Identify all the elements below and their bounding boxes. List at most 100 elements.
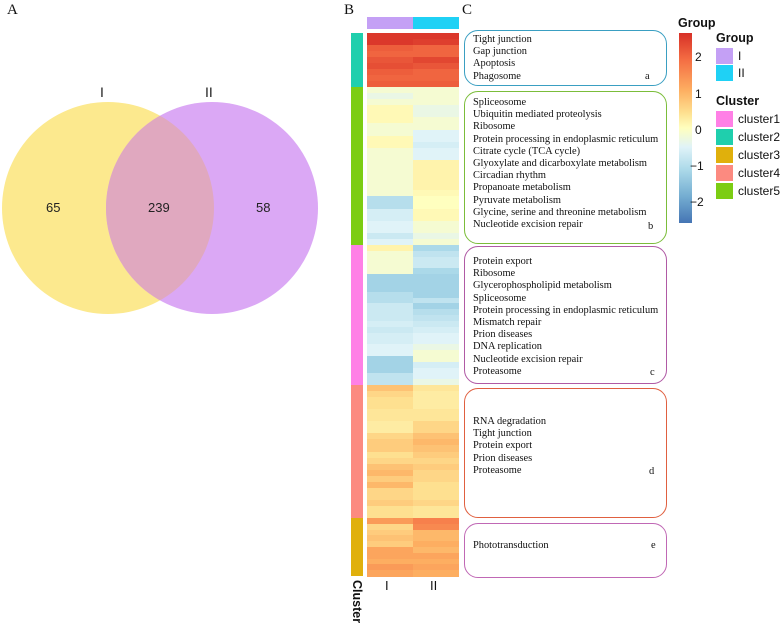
heatmap-cell: [367, 415, 413, 422]
heatmap-cell: [413, 274, 459, 281]
cluster-bar-cluster3: [351, 518, 363, 576]
heatmap-cell: [413, 367, 459, 374]
heatmap-cell: [413, 332, 459, 339]
panel-label-a: A: [7, 2, 18, 18]
heatmap-cell: [367, 552, 413, 560]
pathway-item: Citrate cycle (TCA cycle): [473, 145, 581, 157]
cluster-swatch-cluster2: [716, 129, 733, 145]
heatmap-cell: [413, 232, 459, 240]
cluster-swatch-cluster3: [716, 147, 733, 163]
heatmap-cell: [367, 518, 413, 525]
heatmap-cell: [413, 415, 459, 422]
pathway-item: Spliceosome: [473, 292, 527, 304]
group-swatch-i: [716, 48, 733, 64]
heatmap-cell: [367, 475, 413, 483]
pathway-box-b: Spliceosome Ubiquitin mediated proteolys…: [464, 91, 667, 244]
colorbar-tick: −2: [690, 195, 704, 209]
pathway-item: Propanoate metabolism: [473, 182, 571, 194]
heatmap-cell: [413, 135, 459, 143]
heatmap-cell: [413, 280, 459, 287]
heatmap-cell: [367, 232, 413, 240]
heatmap-cell: [367, 153, 413, 161]
pathway-item: Gap junction: [473, 46, 527, 58]
heatmap-cell: [413, 529, 459, 536]
heatmap-cell: [413, 409, 459, 416]
heatmap-cell: [367, 338, 413, 345]
heatmap-cell: [413, 166, 459, 173]
heatmap-cell: [367, 558, 413, 565]
heatmap-cell: [367, 51, 413, 58]
heatmap-cell: [413, 220, 459, 228]
heatmap-cell: [367, 99, 413, 106]
box-letter-a: a: [645, 71, 650, 82]
heatmap-cell: [413, 350, 459, 357]
heatmap-cell: [367, 291, 413, 299]
pathway-item: Circadian rhythm: [473, 170, 547, 182]
pathway-item: Spliceosome: [473, 97, 527, 108]
heatmap-cell: [413, 238, 459, 246]
pathway-item: Apoptosis: [473, 58, 516, 70]
venn-count-i-only: 65: [46, 200, 61, 215]
heatmap-cell: [413, 39, 459, 46]
heatmap-cell: [367, 220, 413, 228]
heatmap-cell: [367, 208, 413, 216]
heatmap-cell: [413, 303, 459, 310]
pathway-item: Protein export: [473, 440, 533, 452]
pathway-list-c: Protein export Ribosome Glycerophospholi…: [473, 256, 658, 378]
cluster-axis-label: Cluster: [350, 580, 364, 624]
heatmap-cell: [367, 403, 413, 410]
heatmap-cell: [413, 81, 459, 88]
pathway-list-d: RNA degradation Tight junction Protein e…: [473, 416, 546, 477]
heatmap-cell: [367, 274, 413, 281]
heatmap-cell: [413, 93, 459, 100]
heatmap-cell: [367, 57, 413, 64]
heatmap-cell: [367, 184, 413, 191]
pathway-item: Pyruvate metabolism: [473, 194, 562, 206]
heatmap-cell: [413, 518, 459, 525]
heatmap-cell: [413, 499, 459, 507]
pathway-box-c: Protein export Ribosome Glycerophospholi…: [464, 246, 667, 384]
heatmap-cell: [367, 361, 413, 369]
heatmap-cell: [367, 445, 413, 453]
heatmap-cell: [413, 105, 459, 112]
heatmap-cell: [367, 421, 413, 428]
heatmap-cell: [413, 262, 459, 269]
heatmap-cell: [413, 196, 459, 204]
heatmap-cell: [413, 427, 459, 434]
pathway-item: Protein export: [473, 256, 533, 267]
heatmap-cell: [413, 541, 459, 548]
heatmap-cell: [367, 373, 413, 380]
heatmap-cell: [413, 493, 459, 501]
box-letter-d: d: [649, 466, 655, 477]
pathway-item: Ribosome: [473, 121, 516, 133]
pathway-box-e: Phototransduction e: [464, 523, 667, 578]
heatmap-cell: [413, 379, 459, 386]
heatmap-cell: [413, 552, 459, 560]
heatmap-cell: [367, 547, 413, 554]
heatmap-cell: [413, 511, 459, 519]
heatmap-cell: [367, 350, 413, 357]
heatmap-cell: [367, 75, 413, 82]
heatmap-cell: [413, 421, 459, 428]
heatmap-cell: [413, 475, 459, 483]
heatmap-cell: [367, 511, 413, 519]
heatmap-cell: [413, 208, 459, 216]
pathway-item: Mismatch repair: [473, 317, 542, 329]
colorbar: [679, 33, 692, 223]
heatmap-cell: [413, 535, 459, 542]
heatmap-cell: [413, 391, 459, 398]
box-letter-b: b: [648, 221, 654, 232]
box-letter-e: e: [651, 540, 656, 551]
heatmap-cell: [413, 111, 459, 118]
heatmap-cell: [413, 439, 459, 447]
heatmap-cell: [413, 355, 459, 363]
heatmap-cell: [367, 268, 413, 275]
heatmap-cell: [413, 245, 459, 252]
pathway-item: Protein processing in endoplasmic reticu…: [473, 304, 659, 316]
heatmap-cell: [413, 87, 459, 94]
pathway-item: Glycerophospholipid metabolism: [473, 280, 612, 292]
pathway-list-b: Spliceosome Ubiquitin mediated proteolys…: [473, 97, 658, 231]
venn-diagram: [2, 102, 318, 314]
heatmap-cell: [413, 285, 459, 293]
pathway-item: Ribosome: [473, 268, 516, 280]
